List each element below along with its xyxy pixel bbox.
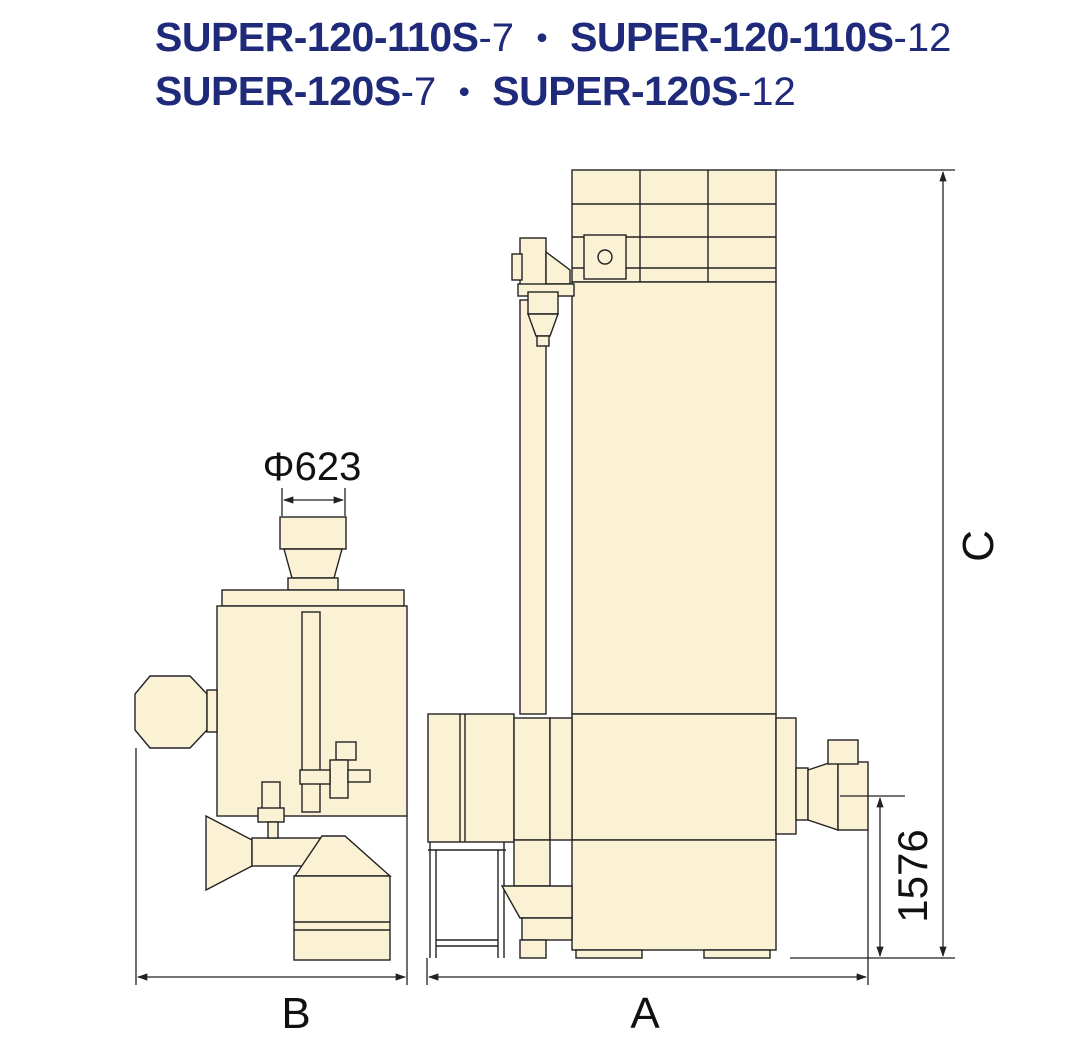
- exhaust-duct-top: [279, 516, 347, 550]
- burner-housing: [134, 675, 208, 749]
- dimension-label-b: B: [281, 989, 310, 1038]
- title-separator: ・: [446, 72, 483, 113]
- fuel-pipe: [301, 611, 321, 813]
- model-name-4: SUPER-120S: [492, 68, 738, 114]
- model-name-3: SUPER-120S: [155, 68, 401, 114]
- cyclone: [527, 291, 559, 315]
- valve: [335, 741, 357, 761]
- bucket-elevator: [519, 299, 547, 715]
- dryer-tower: [571, 281, 777, 715]
- discharge-hopper: [521, 917, 573, 941]
- dimension-lines: [135, 169, 955, 985]
- model-suffix-3: -7: [400, 70, 437, 114]
- model-name-2: SUPER-120-110S: [570, 14, 894, 60]
- dryer-unit: [427, 169, 869, 959]
- diameter-label: Φ623: [263, 445, 362, 489]
- dimension-label-a: A: [630, 989, 660, 1038]
- fuel-tank: [293, 875, 391, 961]
- model-title-line-1: SUPER-120-110S-7・SUPER-120-110S-12: [155, 10, 951, 62]
- height-label: 1576: [889, 829, 936, 922]
- title-separator: ・: [524, 18, 561, 59]
- dimension-label-c: C: [954, 530, 1003, 562]
- side-burner-cone: [807, 759, 839, 831]
- model-name-1: SUPER-120-110S: [155, 14, 479, 60]
- side-panel: [775, 717, 797, 835]
- dryer-midsection: [571, 713, 777, 841]
- model-title-line-2: SUPER-120S-7・SUPER-120S-12: [155, 64, 796, 116]
- furnace-lid: [221, 589, 405, 607]
- dryer-base: [571, 839, 777, 951]
- fan-housing: [427, 713, 515, 843]
- exhaust-duct-taper: [283, 548, 343, 579]
- model-suffix-1: -7: [478, 16, 515, 60]
- pump-fitting: [261, 781, 281, 811]
- model-suffix-2: -12: [893, 16, 952, 60]
- furnace-unit: [134, 516, 408, 961]
- blower-funnel: [205, 814, 253, 892]
- fan-connector: [513, 717, 551, 841]
- model-suffix-4: -12: [737, 70, 796, 114]
